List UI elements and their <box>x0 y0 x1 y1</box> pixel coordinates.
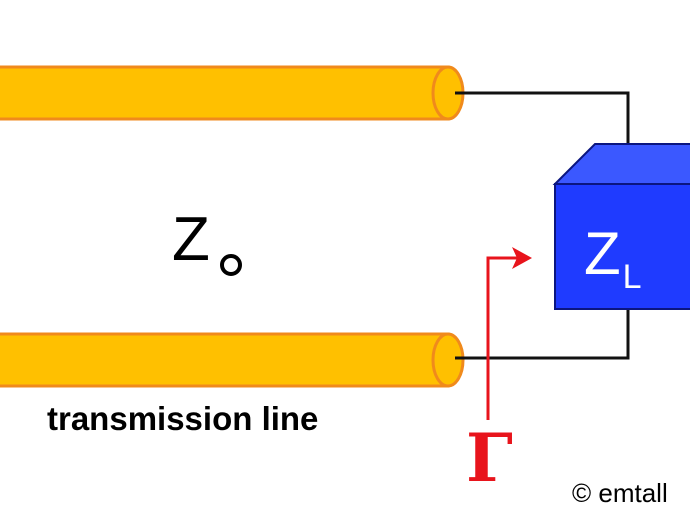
lower-conductor-end <box>431 332 465 388</box>
load-impedance-box <box>552 143 690 310</box>
load-impedance-subscript: L <box>623 258 642 296</box>
upper-conductor-body <box>0 65 450 121</box>
characteristic-impedance-subscript-o <box>220 254 242 276</box>
load-impedance-label: ZL <box>584 220 642 296</box>
lower-conductor-body <box>0 332 450 388</box>
reflection-arrow-shaft <box>486 256 522 420</box>
load-box-top <box>552 143 690 185</box>
transmission-line-caption: transmission line <box>47 400 318 437</box>
characteristic-impedance-symbol: Z <box>172 205 210 274</box>
load-box-front <box>554 183 690 310</box>
reflection-coefficient-symbol: Γ <box>466 419 513 497</box>
lower-conductor <box>0 332 465 388</box>
lower-wire <box>455 310 630 360</box>
characteristic-impedance-label: Z <box>172 205 242 276</box>
reflection-arrow <box>486 247 532 420</box>
reflection-arrow-head <box>512 247 532 269</box>
upper-wire <box>455 91 630 158</box>
upper-conductor <box>0 65 465 121</box>
credit-text: © emtall <box>572 478 668 508</box>
